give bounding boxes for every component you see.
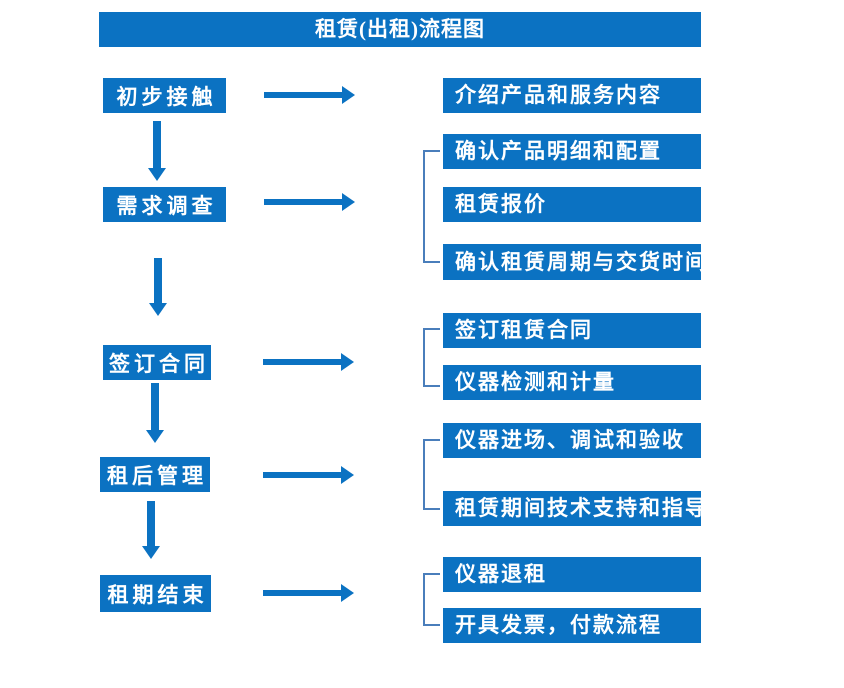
detail-box-introduce-products: 介绍产品和服务内容	[443, 78, 701, 113]
arrow-right-icon	[264, 86, 355, 104]
step-box-sign-contract: 签订合同	[103, 345, 211, 380]
arrow-right-icon	[263, 353, 354, 371]
bracket-connector	[423, 328, 440, 387]
arrow-down-icon	[142, 501, 160, 559]
bracket-connector	[423, 150, 440, 263]
detail-box-invoice-payment: 开具发票，付款流程	[443, 608, 701, 643]
detail-box-instrument-setup-acceptance: 仪器进场、调试和验收	[443, 423, 701, 458]
detail-box-instrument-testing: 仪器检测和计量	[443, 365, 701, 400]
arrow-down-icon	[149, 258, 167, 316]
arrow-down-icon	[148, 121, 166, 181]
detail-box-confirm-rental-period: 确认租赁周期与交货时间	[443, 244, 706, 280]
flowchart-title: 租赁(出租)流程图	[99, 12, 701, 47]
bracket-connector	[423, 573, 440, 626]
step-box-post-rental-management: 租后管理	[100, 457, 210, 492]
detail-box-instrument-return: 仪器退租	[443, 557, 701, 592]
step-box-initial-contact: 初步接触	[103, 78, 226, 113]
detail-box-technical-support: 租赁期间技术支持和指导	[443, 491, 706, 526]
arrow-right-icon	[264, 193, 355, 211]
arrow-right-icon	[263, 584, 354, 602]
step-box-rental-end: 租期结束	[100, 575, 211, 612]
step-box-demand-survey: 需求调查	[103, 187, 226, 222]
detail-box-rental-quote: 租赁报价	[443, 187, 701, 222]
detail-box-confirm-product-details: 确认产品明细和配置	[443, 134, 701, 169]
bracket-connector	[423, 439, 440, 510]
arrow-down-icon	[146, 383, 164, 443]
detail-box-sign-rental-contract: 签订租赁合同	[443, 313, 701, 348]
arrow-right-icon	[263, 466, 354, 484]
